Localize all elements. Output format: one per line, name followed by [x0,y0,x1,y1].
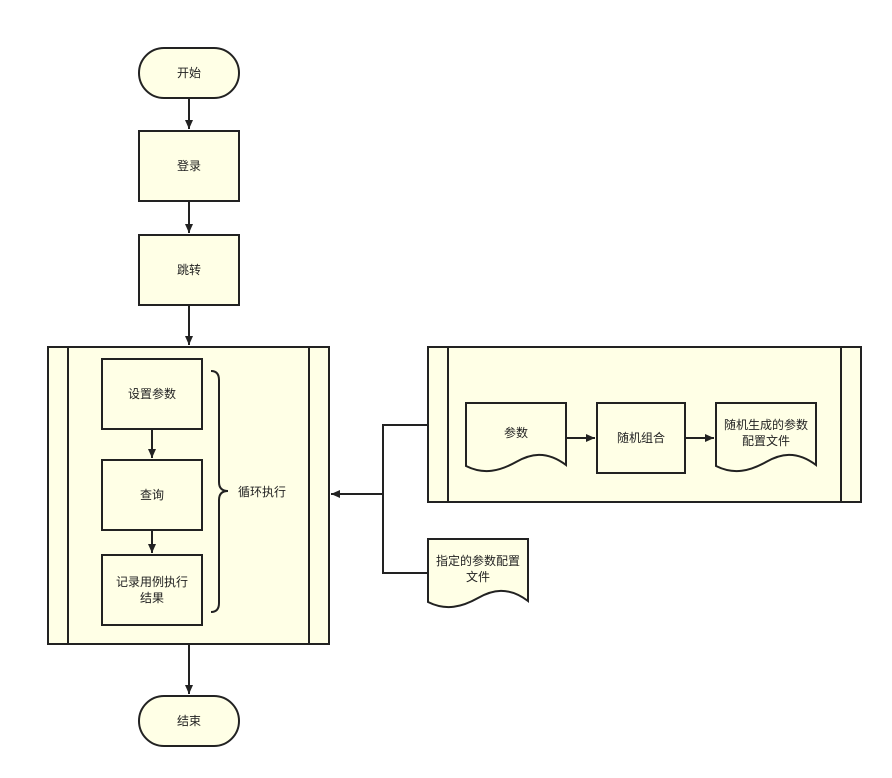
set-params-node-label: 设置参数 [127,387,176,401]
query-shape [101,459,203,531]
login-process-shape [138,130,240,202]
random-config-document-shape [715,402,817,473]
loop-brace [210,370,229,613]
params-document-shape [465,402,567,473]
random-config-doc-label: 随机生成的参数配置文件 [723,418,808,448]
query-node-label: 查询 [139,488,164,502]
params-doc-label: 参数 [503,426,528,440]
connector-random-config [382,424,428,494]
login-node-label: 登录 [176,159,201,173]
end-terminator-shape [138,695,240,747]
set-params-shape [101,358,203,430]
record-results-shape [101,554,203,626]
random-combine-label: 随机组合 [616,431,665,445]
start-node-label: 开始 [176,66,201,80]
redirect-node-label: 跳转 [176,263,201,277]
loop-label: 循环执行 [238,485,287,499]
connector-specified-config [382,494,428,574]
specified-config-doc-label: 指定的参数配置文件 [435,554,520,584]
specified-config-document-shape [427,538,529,609]
record-results-node-label: 记录用例执行结果 [115,575,188,605]
end-node-label: 结束 [176,714,201,728]
redirect-process-shape [138,234,240,306]
